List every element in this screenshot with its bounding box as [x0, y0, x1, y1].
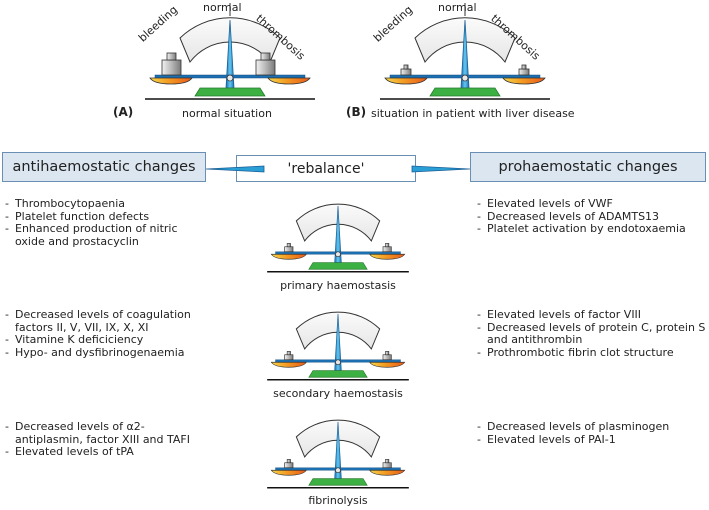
- anti-list-primary: Thrombocytopaenia Platelet function defe…: [5, 197, 210, 248]
- scale-secondary-haemostasis: [267, 311, 409, 381]
- list-item: Enhanced production of nitric oxide and …: [5, 222, 210, 248]
- scale-normal-situation: [145, 3, 315, 100]
- anti-list-fibrinolysis: Decreased levels of α2-antiplasmin, fact…: [5, 420, 210, 459]
- list-item: Elevated levels of PAI-1: [477, 433, 677, 447]
- caption-fibrinolysis: fibrinolysis: [308, 494, 368, 507]
- list-item: Decreased levels of α2-antiplasmin, fact…: [5, 420, 210, 446]
- panel-letter-a: (A): [113, 105, 134, 119]
- scale-liver-disease: [380, 3, 550, 100]
- list-item: Elevated levels of factor VIII: [477, 308, 707, 322]
- header-rebalance: 'rebalance': [236, 155, 416, 182]
- pro-list-secondary: Elevated levels of factor VIII Decreased…: [477, 308, 707, 360]
- pro-list-primary: Elevated levels of VWF Decreased levels …: [477, 197, 702, 236]
- list-item: Decreased levels of coagulation factors …: [5, 308, 210, 334]
- caption-liver-disease: situation in patient with liver disease: [371, 107, 575, 120]
- header-prohaemostatic: prohaemostatic changes: [470, 152, 706, 182]
- list-item: Platelet activation by endotoxaemia: [477, 222, 702, 236]
- list-item: Elevated levels of tPA: [5, 445, 210, 459]
- list-item: Decreased levels of plasminogen: [477, 420, 677, 434]
- scale-primary-haemostasis: [267, 203, 409, 273]
- list-item: Thrombocytopaenia: [5, 197, 210, 211]
- pro-list-fibrinolysis: Decreased levels of plasminogen Elevated…: [477, 420, 677, 447]
- caption-secondary-haemostasis: secondary haemostasis: [273, 387, 403, 400]
- rebalance-arrows: [206, 165, 470, 173]
- anti-list-secondary: Decreased levels of coagulation factors …: [5, 308, 210, 360]
- list-item: Hypo- and dysfibrinogenaemia: [5, 346, 210, 360]
- caption-primary-haemostasis: primary haemostasis: [280, 279, 396, 292]
- label-normal-b: normal: [438, 1, 477, 14]
- list-item: Vitamine K deficiciency: [5, 333, 210, 347]
- header-antihaemostatic: antihaemostatic changes: [2, 152, 206, 182]
- panel-letter-b: (B): [346, 105, 367, 119]
- label-normal-a: normal: [203, 1, 242, 14]
- list-item: Decreased levels of protein C, protein S…: [477, 321, 707, 347]
- caption-normal-situation: normal situation: [182, 107, 272, 120]
- list-item: Elevated levels of VWF: [477, 197, 702, 211]
- scale-fibrinolysis: [267, 419, 409, 489]
- list-item: Prothrombotic fibrin clot structure: [477, 346, 707, 360]
- list-item: Platelet function defects: [5, 210, 210, 224]
- list-item: Decreased levels of ADAMTS13: [477, 210, 702, 224]
